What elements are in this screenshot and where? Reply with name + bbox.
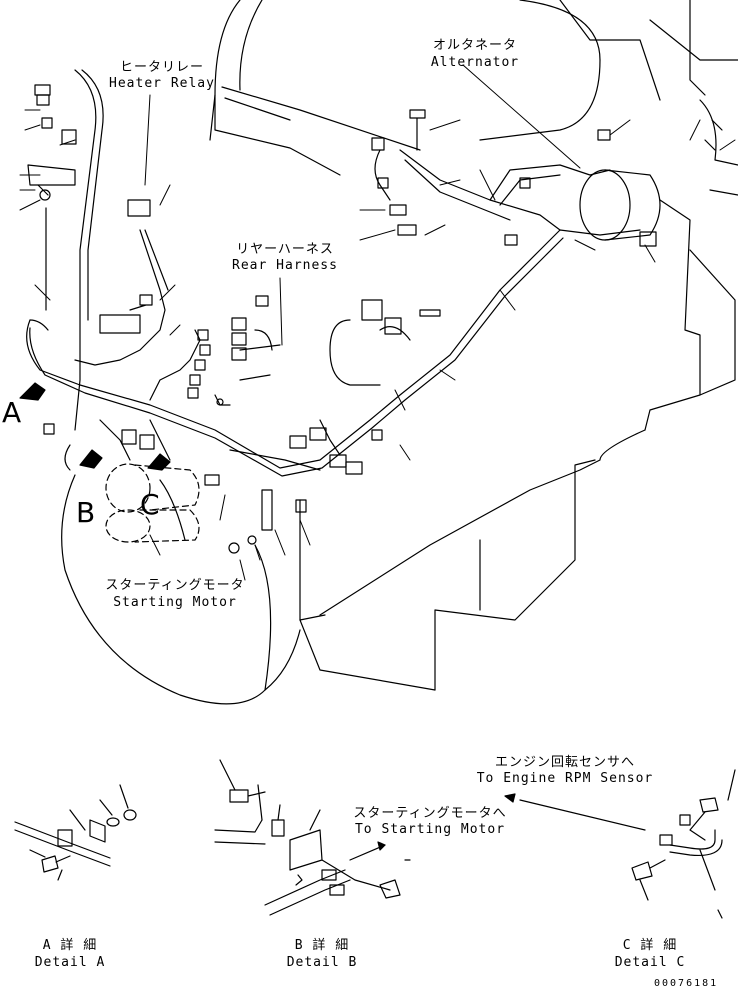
starting-motor-label: Starting Motor (113, 595, 237, 610)
detail-a-title: Detail A (34, 955, 106, 970)
rear-harness-label-jp: リヤーハーネス (236, 242, 334, 257)
view-letter-a: A (2, 396, 22, 429)
heater-relay-label: Heater Relay (109, 76, 215, 91)
detail-a-title-jp: A 詳 細 (42, 938, 98, 953)
heater-relay-label-jp: ヒータリレー (119, 60, 204, 75)
view-letter-c: C (140, 488, 160, 521)
detail-b-title-jp: B 詳 細 (294, 938, 350, 953)
detail-c-title-jp: C 詳 細 (622, 938, 678, 953)
view-arrows (19, 382, 171, 471)
rpm-sensor-label-jp: エンジン回転センサへ (494, 755, 635, 770)
engine-outline (61, 0, 738, 705)
alternator-label-jp: オルタネータ (432, 38, 517, 53)
detail-a-drawing (14, 784, 137, 881)
harness-wires (26, 69, 641, 477)
to-starting-motor-label: To Starting Motor (354, 822, 506, 837)
starting-motor-dashed (105, 463, 200, 543)
starting-motor-label-jp: スターティングモータ (105, 578, 245, 593)
leader-lines (19, 64, 736, 581)
detail-b-title: Detail B (286, 955, 358, 970)
rpm-sensor-label: To Engine RPM Sensor (476, 771, 654, 786)
detail-c-title: Detail C (614, 955, 686, 970)
connectors (27, 84, 661, 554)
to-starting-motor-label-jp: スターティングモータへ (353, 806, 507, 821)
view-letter-b: B (76, 496, 96, 529)
drawing-code: 00076181 (654, 978, 719, 989)
rear-harness-label: Rear Harness (232, 258, 338, 273)
detail-c-drawing (504, 769, 736, 919)
alternator-label: Alternator (430, 55, 520, 70)
detail-b-drawing (214, 759, 411, 916)
